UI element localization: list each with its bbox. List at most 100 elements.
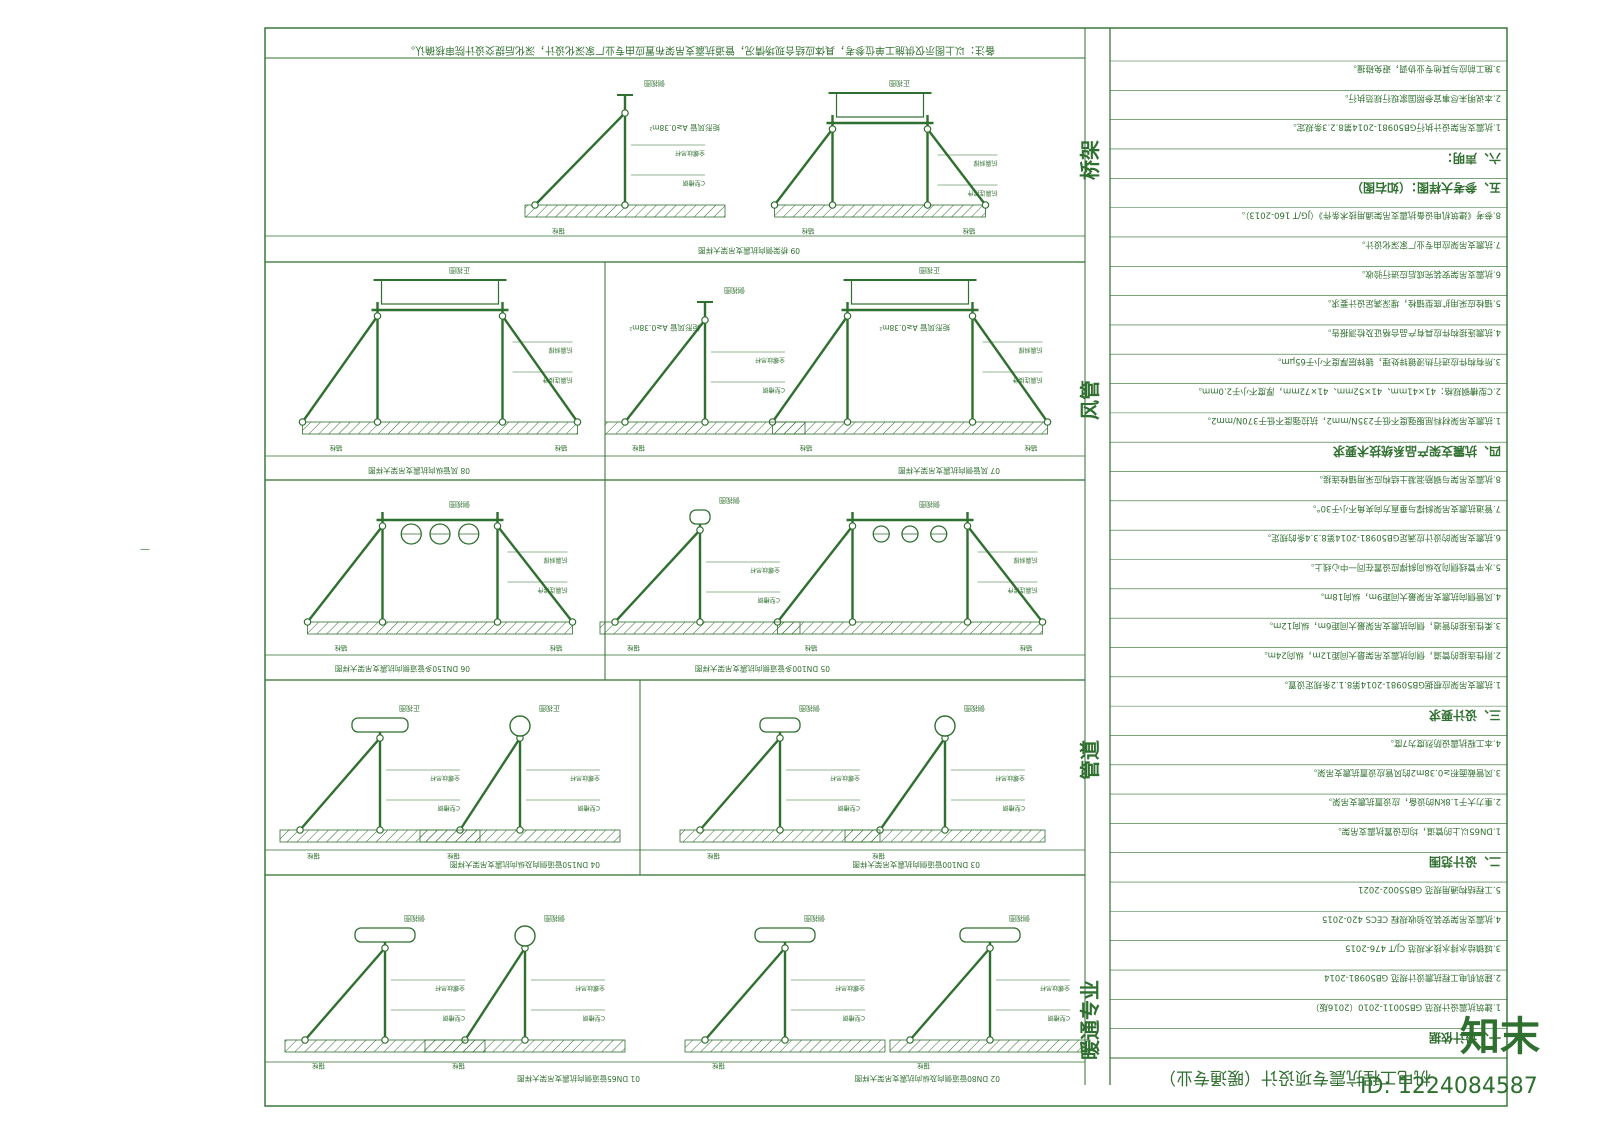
label-channel: C型槽钢 [1003,804,1025,812]
spec-row-text: 7.抗震支吊架应由专业厂家深化设计。 [1357,239,1501,250]
label-view: 正视图 [399,704,420,713]
pipe-elevation [351,717,409,733]
diagonal-brace [971,315,1049,423]
spec-row-text: 2.本说明未尽事宜参照国家现行规范执行。 [1340,92,1501,103]
hinge-joint [298,418,307,426]
hinge-joint [373,312,382,320]
hinge-joint [516,826,524,834]
label-view: 侧视图 [799,704,820,713]
spec-row-text: 5.水平管线侧向及纵向斜撑应设置在同一中心线上。 [1306,562,1501,573]
hinge-joint [968,418,977,426]
duct-section [380,279,500,305]
label-rod: 全螺纹吊杆 [570,774,600,782]
floor-slab [772,421,1048,435]
diagonal-brace [773,128,834,206]
spec-row-text: 2.C型槽钢规格：41×41mm、41×52mm、41×72mm，厚度不小于2.… [1193,386,1501,397]
hinge-joint [848,618,857,626]
spec-row-text: 4.本工程抗震设防烈度为7度。 [1385,737,1501,748]
label-anchor: 锚栓 [307,852,321,861]
diagonal-brace [966,525,1044,623]
label-anchor: 锚栓 [1019,644,1033,653]
label-channel: C型槽钢 [843,1014,865,1022]
label-anchor: 锚栓 [1024,444,1038,453]
label-anchor: 锚栓 [549,644,563,653]
margin-dash: — [140,544,150,555]
hinge-joint [381,944,389,952]
watermark-id: ID: 1224084587 [1360,1074,1538,1099]
label-view: 正视图 [889,79,910,88]
label-channel: C型槽钢 [438,804,460,812]
duct-section [850,279,970,305]
detail-caption: 06 DN150多管道侧向抗震支吊架大样图 [335,664,470,674]
label-channel: C型槽钢 [583,1014,605,1022]
label-anchor: 锚栓 [312,1062,326,1071]
diagonal-brace [624,319,706,423]
spec-row-text: 5.工程结构通用规范 GB55002-2021 [1358,884,1501,895]
label-anchor: 锚栓 [917,1062,931,1071]
label-duct-area: 矩形风管 A≥0.38m² [879,323,950,333]
label-view: 正视图 [539,704,560,713]
label-view: 侧视图 [449,500,470,509]
spec-row-text: 3.柔性连接的管道，侧向抗震支吊架最大间距6m，纵向12m。 [1265,620,1501,631]
spec-section-title: 六、声明： [1441,151,1501,166]
spec-row-text: 2.重力大于1.8kN的设备，应设置抗震支吊架。 [1324,796,1501,807]
diagonal-brace [299,737,381,831]
hinge-joint [968,312,977,320]
label-channel: C型槽钢 [763,386,785,394]
side-title-pipe: 管道 [1078,740,1102,780]
label-channel: C型槽钢 [443,1014,465,1022]
label-anchor: 锚栓 [804,644,818,653]
label-anchor: 锚栓 [632,444,646,453]
label-view: 正视图 [919,266,940,275]
hinge-joint [770,201,779,209]
label-hinge: 抗震连接件 [537,586,567,594]
diagonal-brace [926,128,987,206]
spec-row-text: 5.锚栓应采用扩底型锚栓，埋深满足设计要求。 [1323,298,1501,309]
label-brace: 抗震斜撑 [973,159,997,167]
hinge-joint [378,618,387,626]
label-anchor: 锚栓 [334,644,348,653]
side-title-tray: 桥架 [1078,140,1102,180]
hinge-joint [1043,418,1052,426]
pipe-elevation [754,927,816,943]
label-hinge: 抗震连接件 [967,189,997,197]
label-channel: C型槽钢 [758,596,780,604]
label-rod: 全螺纹吊杆 [435,984,465,992]
detail-caption: 03 DN100管道侧向抗震支吊架大样图 [852,860,980,870]
label-anchor: 锚栓 [552,227,566,236]
spec-row-text: 1.DN65以上的管道，均应设置抗震支吊架。 [1333,825,1501,836]
hinge-joint [941,826,949,834]
brand-logo-text: 知末 [1460,1014,1540,1060]
pipe-section [509,715,531,737]
hinge-joint [781,944,789,952]
label-brace: 抗震斜撑 [1013,556,1037,564]
label-view: 侧视图 [724,286,745,295]
pipe-section [934,715,956,737]
diagonal-brace [614,529,701,623]
hinge-joint [923,125,932,133]
hinge-joint [843,312,852,320]
spec-row-text: 4.抗震支吊架安装及验收规程 CECS 420-2015 [1322,913,1501,924]
diagonal-brace [501,315,579,423]
hinge-joint [611,618,619,626]
label-anchor: 锚栓 [707,852,721,861]
spec-section-title: 三、设计要求 [1428,708,1501,723]
label-duct-area: 矩形风管 A≥0.38m² [629,323,700,333]
detail-caption: 05 DN100多管道侧向抗震支吊架大样图 [695,664,830,674]
detail-caption: 08 风管纵向抗震支吊架大样图 [368,466,470,476]
hinge-joint [521,1036,529,1044]
floor-slab [302,421,578,435]
hinge-joint [568,618,577,626]
hinge-joint [986,1036,994,1044]
pipe-elevation [759,717,801,733]
hinge-joint [981,201,990,209]
diagonal-brace [699,737,781,831]
label-anchor: 锚栓 [554,444,568,453]
hinge-joint [296,826,304,834]
label-rod: 全螺纹吊杆 [430,774,460,782]
label-rod: 全螺纹吊杆 [750,566,780,574]
